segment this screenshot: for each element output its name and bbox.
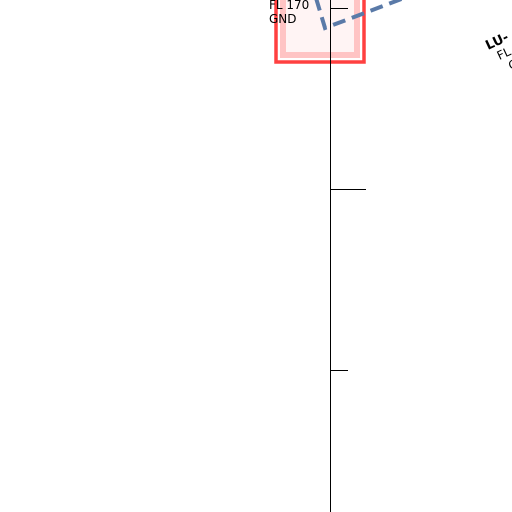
- area-lu-lower-limit: GN: [506, 53, 512, 73]
- restricted-area-label: FL 170 GND: [269, 0, 309, 26]
- dashed-area-boundary: [314, 0, 405, 31]
- restricted-area-upper-limit: FL 170: [269, 0, 309, 12]
- meridian-scale: [330, 0, 366, 512]
- restricted-area-outer-border: [274, 0, 366, 64]
- restricted-area-lower-limit: GND: [269, 12, 297, 26]
- area-lu-label: LU- FL 5 GN: [483, 30, 512, 73]
- restricted-area-fill-band: [280, 0, 360, 58]
